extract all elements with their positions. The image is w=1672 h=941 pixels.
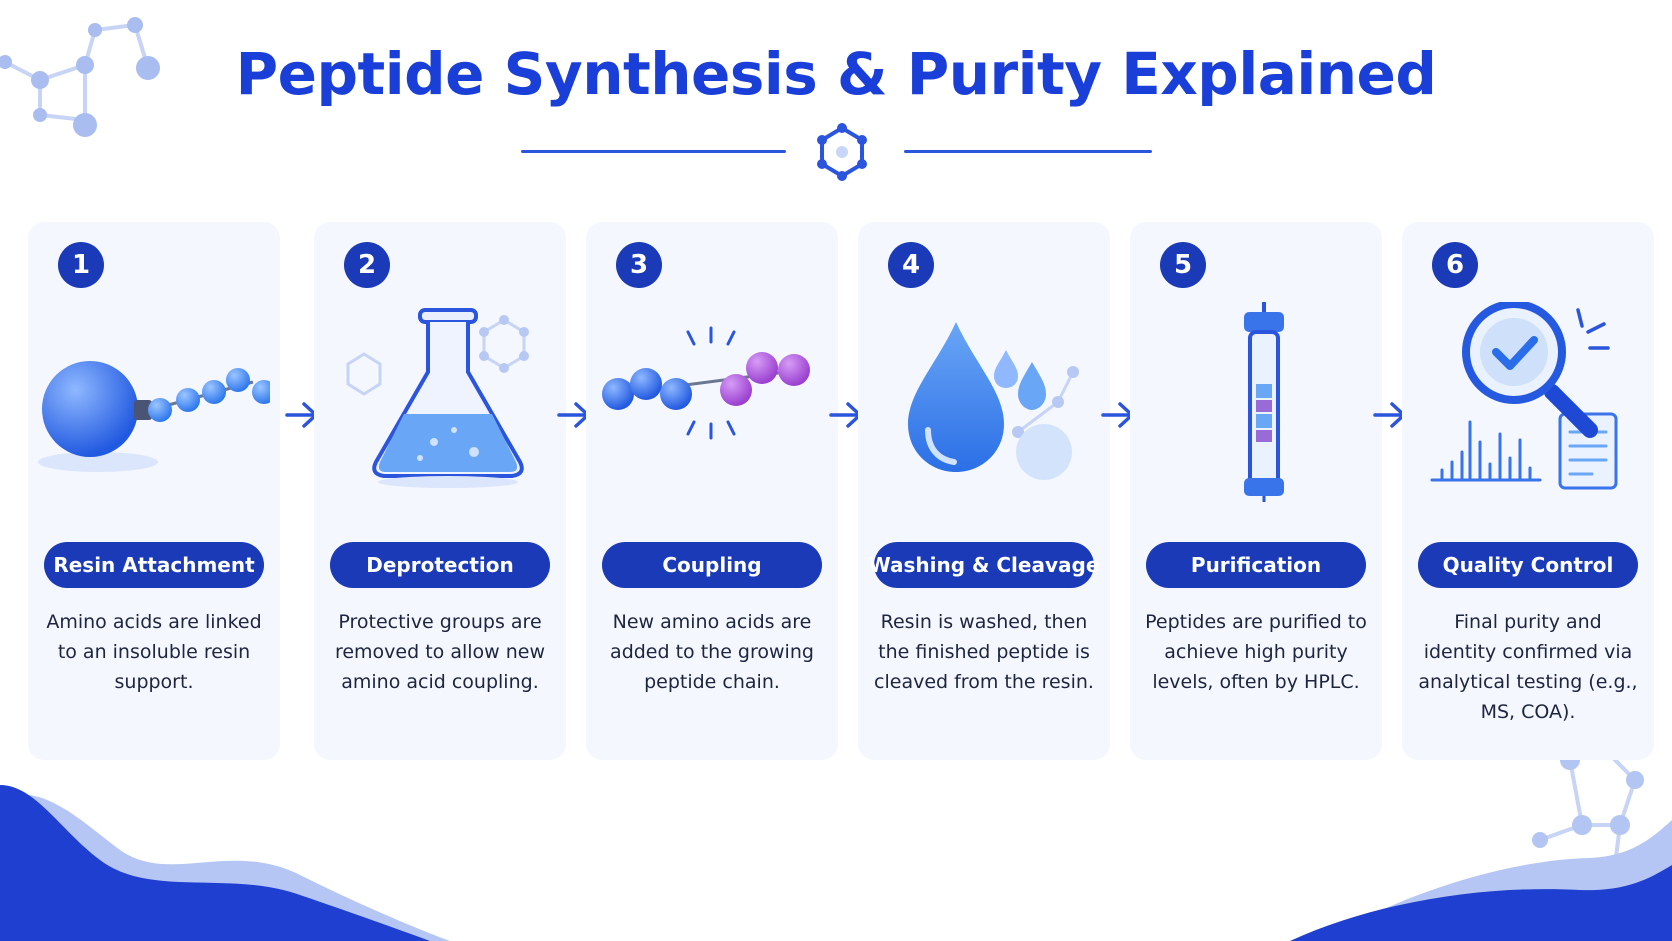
molecule-decoration-top-left-icon: [0, 17, 160, 137]
step-label-5: Purification: [1146, 542, 1366, 588]
step-card-3: 3 Coupling New amino acids are added to …: [586, 222, 838, 760]
step-card-5: 5 Purification Peptides are purified to …: [1130, 222, 1382, 760]
step-label-3: Coupling: [602, 542, 822, 588]
water-drop-icon: [908, 322, 1079, 480]
step-label-6: Quality Control: [1418, 542, 1638, 588]
step-number-badge: 6: [1432, 242, 1478, 288]
page-title: Peptide Synthesis & Purity Explained: [235, 40, 1437, 108]
title-divider-left: [521, 150, 786, 153]
peptide-chain-icon: [602, 326, 810, 440]
step-label-2: Deprotection: [330, 542, 550, 588]
wave-decoration-bottom-right: [1290, 820, 1672, 941]
hplc-column-icon: [1244, 302, 1284, 502]
step-card-4: 4 Washing & Cleavage Resin is washed, th…: [858, 222, 1110, 760]
step-description-4: Resin is washed, then the finished pepti…: [874, 611, 1094, 693]
step-number-badge: 1: [58, 242, 104, 288]
flask-icon: [346, 308, 529, 488]
step-description-3: New amino acids are added to the growing…: [610, 611, 814, 693]
step-card-6: 6 Quality Control Final purity and ident…: [1402, 222, 1654, 760]
step-description-5: Peptides are purified to achieve high pu…: [1145, 611, 1367, 693]
step-label-4: Washing & Cleavage: [869, 542, 1099, 588]
wave-decoration-bottom-left: [0, 785, 450, 941]
step-number-badge: 2: [344, 242, 390, 288]
magnifier-check-icon: [1430, 302, 1618, 490]
title-divider-right: [904, 150, 1152, 153]
molecule-hexagon-icon: [817, 123, 867, 181]
step-number-badge: 3: [616, 242, 662, 288]
step-card-2: 2 Deprotection Protective groups are rem…: [314, 222, 566, 760]
step-description-2: Protective groups are removed to allow n…: [334, 611, 546, 693]
resin-bead-chain-icon: [38, 361, 270, 472]
step-label-1: Resin Attachment: [44, 542, 264, 588]
step-number-badge: 4: [888, 242, 934, 288]
step-description-6: Final purity and identity confirmed via …: [1418, 611, 1638, 723]
step-number-badge: 5: [1160, 242, 1206, 288]
step-card-1: 1 Resin Attachment Amino acids are linke…: [28, 222, 280, 760]
step-description-1: Amino acids are linked to an insoluble r…: [46, 611, 262, 693]
